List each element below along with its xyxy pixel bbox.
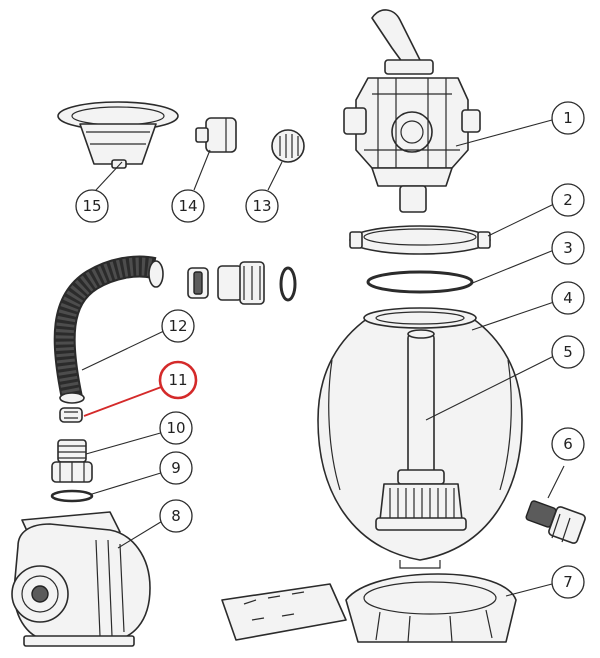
- svg-text:10: 10: [166, 419, 185, 437]
- svg-text:3: 3: [563, 239, 573, 257]
- callout-11-highlighted: 11: [158, 360, 198, 400]
- part-9-washer: [50, 489, 94, 503]
- part-10-hose-adapter: [51, 439, 93, 483]
- svg-text:7: 7: [563, 573, 573, 591]
- svg-text:11: 11: [168, 371, 187, 389]
- callout-13: 13: [245, 189, 279, 223]
- part-14-plug: [195, 117, 237, 153]
- svg-text:13: 13: [252, 197, 271, 215]
- callout-4: 4: [551, 281, 585, 315]
- callout-12: 12: [161, 309, 195, 343]
- svg-text:14: 14: [178, 197, 197, 215]
- part-8-pump-motor: [11, 511, 151, 647]
- callout-2: 2: [551, 183, 585, 217]
- svg-text:15: 15: [82, 197, 101, 215]
- part-15-skimmer-basket: [57, 101, 179, 169]
- part-1-multiport-valve: [343, 9, 481, 213]
- callout-15: 15: [75, 189, 109, 223]
- part-7-base-stand: [221, 573, 517, 643]
- callout-5: 5: [551, 335, 585, 369]
- callout-7: 7: [551, 565, 585, 599]
- part-12-hose: [53, 255, 164, 404]
- leader-lines: [81, 119, 565, 597]
- union-fittings: [187, 261, 297, 305]
- part-2-clamp-ring: [349, 225, 491, 255]
- svg-text:2: 2: [563, 191, 573, 209]
- callout-6: 6: [551, 427, 585, 461]
- svg-text:4: 4: [563, 289, 573, 307]
- part-13-threaded-cap: [271, 129, 305, 163]
- part-5-standpipe-laterals: [375, 329, 467, 531]
- svg-text:6: 6: [563, 435, 573, 453]
- callout-10: 10: [159, 411, 193, 445]
- part-6-drain-valve: [525, 500, 586, 544]
- callout-1: 1: [551, 101, 585, 135]
- callout-14: 14: [171, 189, 205, 223]
- svg-text:5: 5: [563, 343, 573, 361]
- part-11-hose-clamp: [59, 407, 83, 423]
- svg-text:9: 9: [171, 459, 181, 477]
- callout-8: 8: [159, 499, 193, 533]
- callout-3: 3: [551, 231, 585, 265]
- svg-text:8: 8: [171, 507, 181, 525]
- part-3-o-ring: [366, 270, 474, 294]
- svg-text:1: 1: [563, 109, 573, 127]
- svg-text:12: 12: [168, 317, 187, 335]
- callout-9: 9: [159, 451, 193, 485]
